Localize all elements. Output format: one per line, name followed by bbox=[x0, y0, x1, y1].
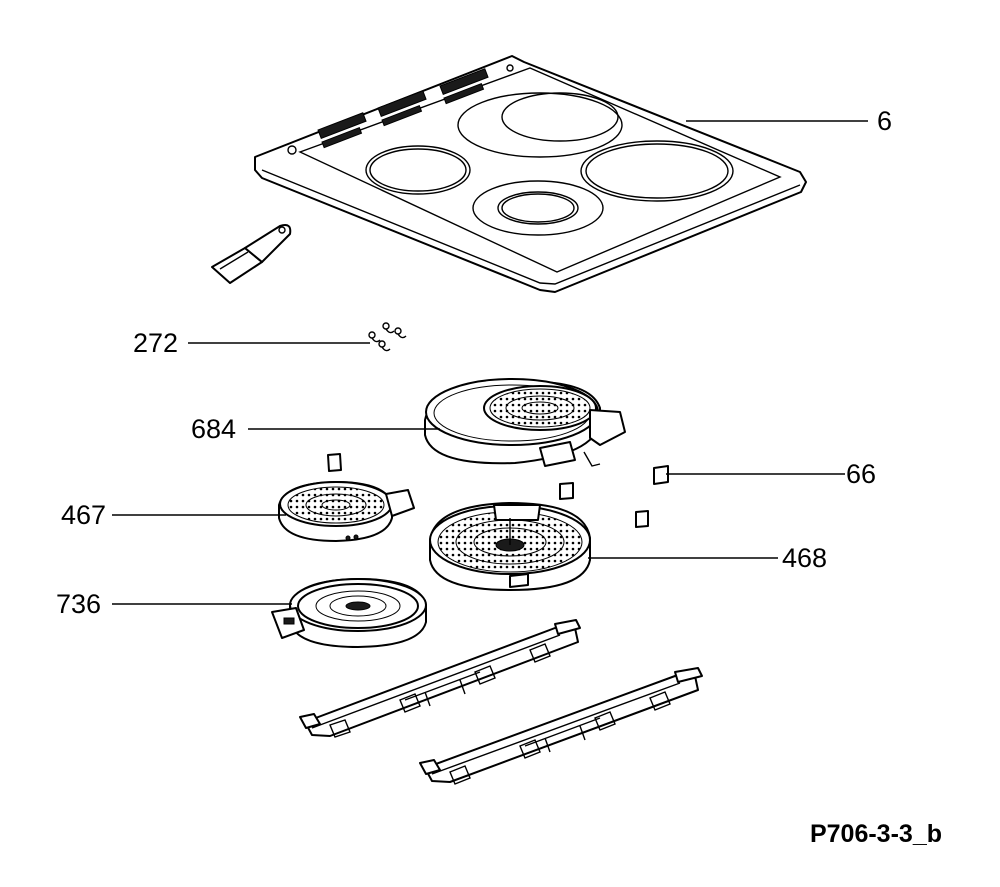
callout-66: 66 bbox=[846, 459, 876, 489]
callout-684: 684 bbox=[191, 414, 236, 444]
support-rail-lower bbox=[419, 667, 703, 785]
screws-part-272 bbox=[368, 322, 407, 352]
callout-468: 468 bbox=[782, 543, 827, 573]
callout-6: 6 bbox=[877, 106, 892, 136]
drawing-id: P706-3-3_b bbox=[809, 820, 942, 848]
callout-labels: 6 272 684 66 467 468 736 bbox=[56, 106, 892, 619]
control-slots bbox=[287, 64, 514, 155]
heating-element-part-684 bbox=[424, 378, 626, 467]
callout-272: 272 bbox=[133, 328, 178, 358]
callout-467: 467 bbox=[61, 500, 106, 530]
support-rail-upper bbox=[299, 619, 581, 738]
callout-736: 736 bbox=[56, 589, 101, 619]
leader-lines bbox=[112, 120, 868, 605]
clips-part-66 bbox=[327, 453, 669, 528]
heating-element-part-467 bbox=[278, 481, 415, 542]
hob-top-part-6 bbox=[254, 55, 807, 293]
heating-element-part-736 bbox=[271, 578, 427, 648]
heating-element-part-468 bbox=[429, 502, 591, 591]
scraper-tool bbox=[211, 224, 292, 284]
